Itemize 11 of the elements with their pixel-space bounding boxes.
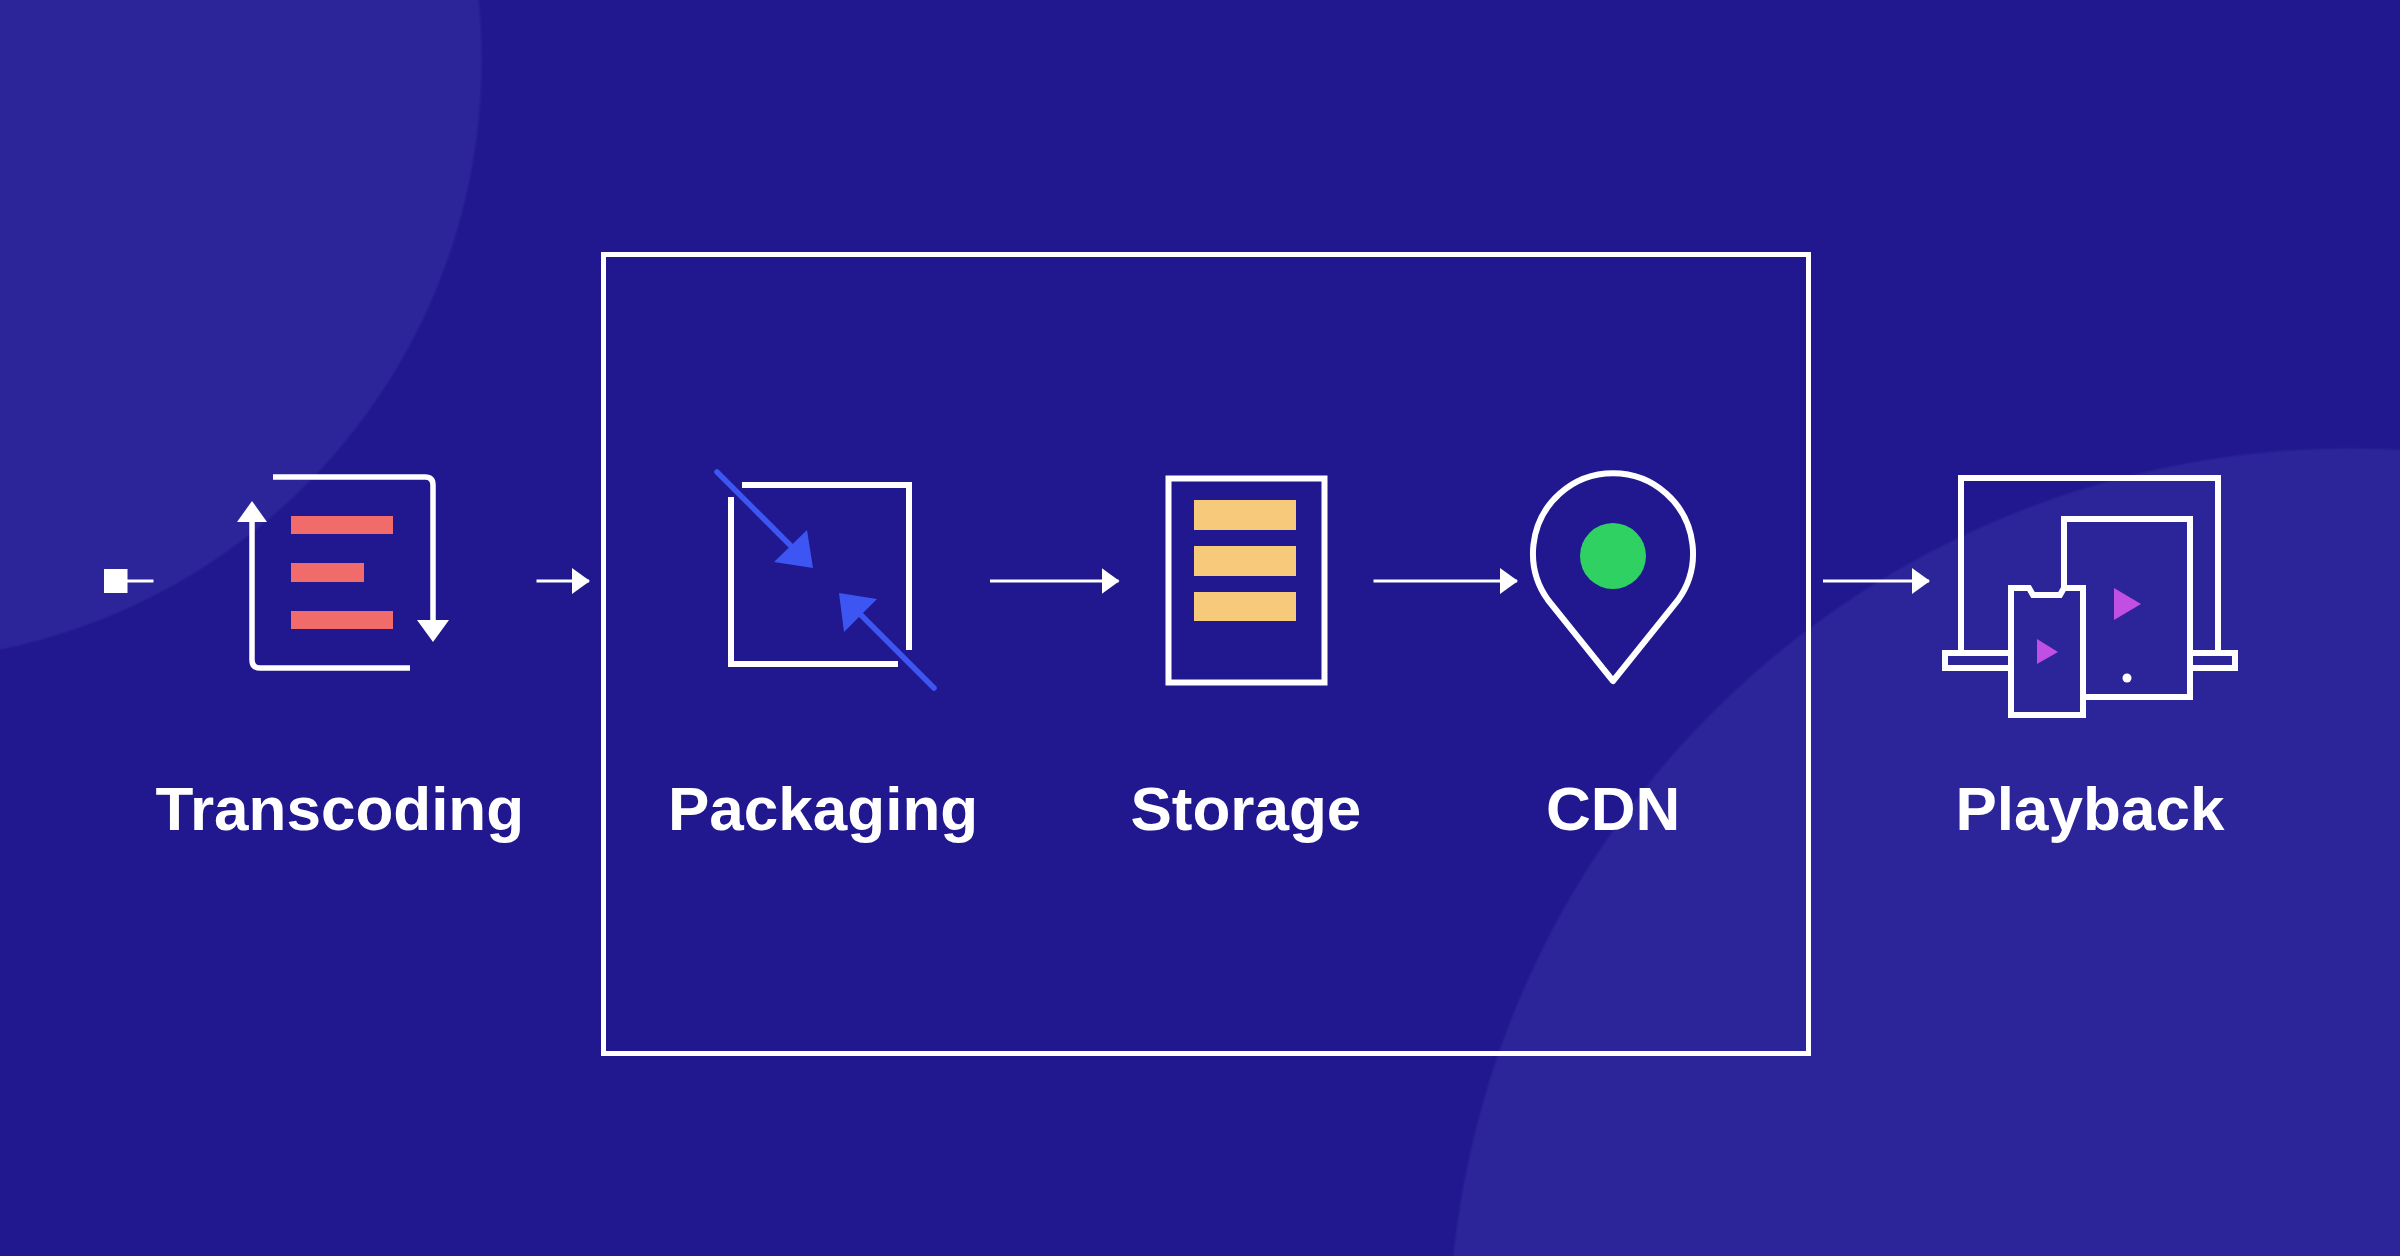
stage-label: Packaging bbox=[668, 773, 979, 845]
stage-label: Storage bbox=[1130, 773, 1362, 845]
stage-label: Transcoding bbox=[155, 773, 525, 845]
stage-label: Playback bbox=[1955, 773, 2225, 845]
arrow bbox=[990, 568, 1120, 594]
group-frame bbox=[601, 252, 1811, 1056]
arrow bbox=[1373, 568, 1518, 594]
arrow bbox=[536, 568, 590, 594]
arrow bbox=[1823, 568, 1930, 594]
stage-label: CDN bbox=[1546, 773, 1681, 845]
connector-line bbox=[103, 569, 154, 593]
